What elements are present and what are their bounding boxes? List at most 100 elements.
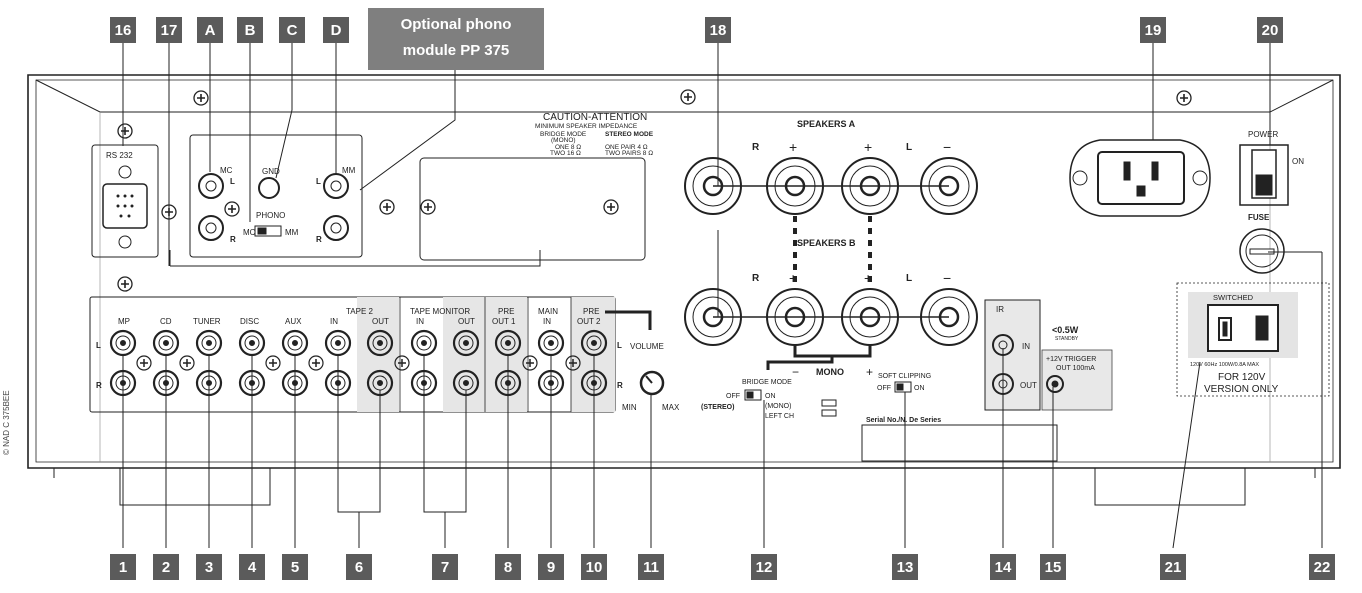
input-tape2: TAPE 2 <box>346 307 374 316</box>
ir-label: IR <box>996 305 1004 314</box>
volume-knob[interactable] <box>639 370 665 396</box>
caution-two16: TWO 16 Ω <box>550 150 581 157</box>
input-cd: CD <box>160 317 172 326</box>
ir-ports[interactable] <box>984 299 1041 411</box>
phono-mc-label: MC <box>220 166 233 175</box>
trigger-line1: +12V TRIGGER <box>1046 356 1096 363</box>
input-tuner: TUNER <box>193 317 221 326</box>
svg-text:B: B <box>245 22 256 39</box>
tape2-out: OUT <box>372 317 389 326</box>
ir-out-label: OUT <box>1020 381 1037 390</box>
rs232-port[interactable] <box>91 144 159 258</box>
speakers-b-plus-r: + <box>789 270 797 286</box>
pre1-out: OUT 1 <box>492 317 516 326</box>
power-label: POWER <box>1248 130 1278 139</box>
rca-jack[interactable] <box>537 329 565 357</box>
callout-badge-2: 2 <box>153 554 179 580</box>
phono-l2-label: L <box>316 177 321 186</box>
callout-badge-17: 17 <box>156 17 182 43</box>
rca-jack[interactable] <box>281 329 309 357</box>
callout-badge-20: 20 <box>1257 17 1283 43</box>
callout-badge-6: 6 <box>346 554 372 580</box>
phono-label: PHONO <box>256 211 285 220</box>
speaker-terminals-a[interactable] <box>684 157 978 215</box>
caution-twopairs: TWO PAIRS 8 Ω <box>605 150 653 157</box>
tape-monitor-in: IN <box>416 317 424 326</box>
pre2-label: PRE <box>583 307 599 316</box>
rca-jack[interactable] <box>324 329 352 357</box>
rca-jack[interactable] <box>152 329 180 357</box>
standby-value: <0.5W <box>1052 325 1079 335</box>
svg-text:15: 15 <box>1045 559 1062 576</box>
speakers-a-label: SPEAKERS A <box>797 119 856 129</box>
svg-text:22: 22 <box>1314 559 1331 576</box>
rca-jack[interactable] <box>410 329 438 357</box>
screw-icon <box>136 355 152 371</box>
rca-jack[interactable] <box>452 329 480 357</box>
callout-badge-A: A <box>197 17 223 43</box>
speakers-b-minus-l: − <box>943 270 951 286</box>
phono-l-label: L <box>230 177 235 186</box>
main-in: IN <box>543 317 551 326</box>
power-switch[interactable] <box>1239 144 1289 206</box>
screw-icon <box>394 355 410 371</box>
speakers-a-plus-l: + <box>864 139 872 155</box>
svg-text:21: 21 <box>1165 559 1182 576</box>
callout-badge-D: D <box>323 17 349 43</box>
leader-lines <box>122 40 1323 549</box>
input-aux: AUX <box>285 317 302 326</box>
callout-badge-19: 19 <box>1140 17 1166 43</box>
output-r-label: R <box>617 381 623 390</box>
trigger-output[interactable] <box>1041 349 1113 411</box>
optional-phono-module-callout: Optional phono module PP 375 <box>368 8 544 70</box>
rca-jack-array[interactable] <box>109 329 608 397</box>
svg-text:14: 14 <box>995 559 1012 576</box>
rca-jack[interactable] <box>195 329 223 357</box>
ac-power-inlet[interactable] <box>1069 139 1211 217</box>
svg-text:5: 5 <box>291 559 299 576</box>
screw-icon <box>379 199 395 215</box>
chassis <box>27 74 1341 506</box>
speakers-b-label: SPEAKERS B <box>797 238 856 248</box>
caution-onepair: ONE PAIR 4 Ω <box>605 144 648 151</box>
screw-icon <box>117 276 133 292</box>
bridge-switch-off: OFF <box>726 393 740 400</box>
callout-badge-13: 13 <box>892 554 918 580</box>
screw-icon <box>603 199 619 215</box>
soft-clip-on: ON <box>914 385 925 392</box>
phono-r-label: R <box>230 235 236 244</box>
svg-text:10: 10 <box>586 559 603 576</box>
callout-badge-15: 15 <box>1040 554 1066 580</box>
input-l-label: L <box>96 341 101 350</box>
chassis-screws <box>117 89 1192 292</box>
bridge-mode-switch[interactable] <box>744 389 762 401</box>
speakers-a-plus-r: + <box>789 139 797 155</box>
phono-switch-mc: MC <box>243 228 256 237</box>
switched-outlet[interactable] <box>1176 282 1330 397</box>
indicator-marks <box>821 399 837 417</box>
rca-jack[interactable] <box>366 329 394 357</box>
bridge-switch-title: BRIDGE MODE <box>742 379 792 386</box>
rca-jack[interactable] <box>238 329 266 357</box>
soft-clipping-switch[interactable] <box>894 381 912 393</box>
speaker-terminals-b[interactable] <box>684 216 978 370</box>
mono-plus: + <box>866 365 873 379</box>
callout-badge-3: 3 <box>196 554 222 580</box>
callout-badge-8: 8 <box>495 554 521 580</box>
svg-text:9: 9 <box>547 559 555 576</box>
caution-subtitle: MINIMUM SPEAKER IMPEDANCE <box>535 123 638 130</box>
caution-title: CAUTION-ATTENTION <box>543 112 647 123</box>
volume-max: MAX <box>662 403 680 412</box>
switched-note1: FOR 120V <box>1218 372 1266 383</box>
rca-jack[interactable] <box>109 329 137 357</box>
output-l-label: L <box>617 341 622 350</box>
svg-text:19: 19 <box>1145 22 1162 39</box>
phono-jacks[interactable] <box>198 173 349 241</box>
screw-icon <box>117 123 133 139</box>
bridge-switch-mono: (MONO) <box>765 403 791 410</box>
svg-text:8: 8 <box>504 559 512 576</box>
fuse-holder[interactable] <box>1239 228 1285 274</box>
screw-icon <box>1176 90 1192 106</box>
